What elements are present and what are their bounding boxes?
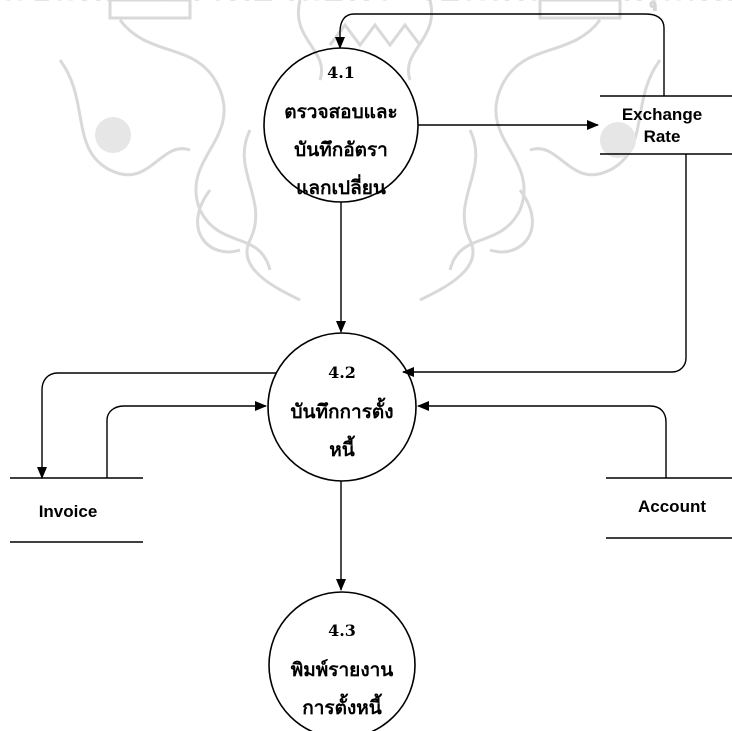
process-4-3-line-2: การตั้งหนี้	[302, 693, 383, 719]
flow-account-to-4-2	[417, 401, 667, 478]
store-account: Account	[606, 477, 732, 539]
process-4-2-line-2: หนี้	[329, 435, 356, 461]
process-4-2-line-1: บันทึกการตั้ง	[290, 397, 393, 423]
process-4-1-line-2: บันทึกอัตรา	[294, 139, 388, 161]
process-4-3: 4.3 พิมพ์รายงาน การตั้งหนี้	[268, 591, 416, 731]
flow-exchange-rate-to-4-1	[335, 13, 665, 96]
process-4-2-number: 4.2	[328, 363, 356, 382]
process-4-1: 4.1 ตรวจสอบและ บันทึกอัตรา แลกเปลี่ยน	[263, 47, 419, 203]
process-4-1-line-1: ตรวจสอบและ	[284, 101, 398, 123]
process-4-3-line-1: พิมพ์รายงาน	[291, 659, 394, 681]
store-invoice: Invoice	[10, 477, 143, 543]
process-4-1-line-3: แลกเปลี่ยน	[296, 174, 386, 199]
university-seal-watermark: ลิขสิทธิ์มหาวิทยาลัยพระจอมเกล้าเจ้าคุณทห…	[0, 0, 732, 302]
store-exchange-rate-label-2: Rate	[644, 127, 681, 146]
watermark-text: ลิขสิทธิ์มหาวิทยาลัยพระจอมเกล้าเจ้าคุณทห…	[0, 0, 732, 12]
store-exchange-rate: Exchange Rate	[600, 95, 732, 155]
flow-4-2-to-invoice	[37, 372, 276, 479]
store-invoice-label: Invoice	[39, 502, 98, 521]
store-exchange-rate-label-1: Exchange	[622, 105, 702, 124]
store-account-label: Account	[638, 497, 706, 516]
flow-invoice-to-4-2	[106, 401, 267, 478]
process-4-1-number: 4.1	[327, 63, 355, 82]
process-4-2: 4.2 บันทึกการตั้ง หนี้	[267, 332, 417, 482]
process-4-3-number: 4.3	[328, 621, 356, 640]
flow-exchange-rate-to-4-2	[402, 154, 687, 377]
